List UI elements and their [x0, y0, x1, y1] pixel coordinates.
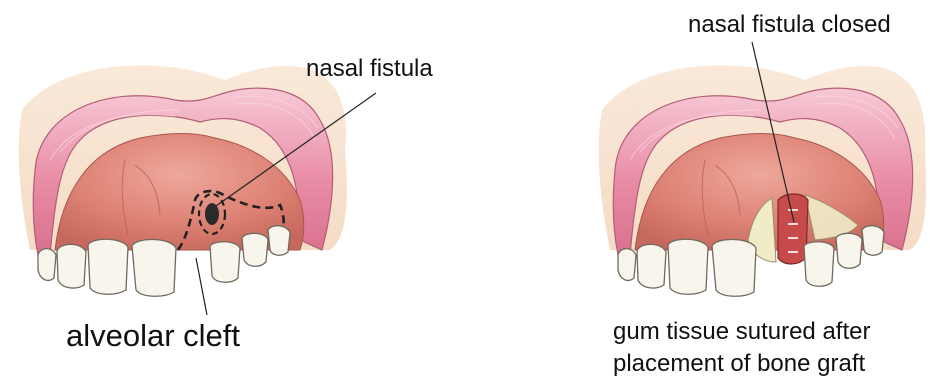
left-tooth	[132, 239, 176, 296]
right-tooth	[637, 244, 666, 288]
left-tooth	[242, 233, 268, 266]
label-alveolar-cleft: alveolar cleft	[66, 318, 240, 354]
left-fistula-hole	[205, 203, 219, 225]
right-illustration-repaired	[599, 42, 926, 296]
label-nasal-fistula-closed: nasal fistula closed	[688, 11, 891, 39]
label-gum-tissue-line1: gum tissue sutured after	[613, 318, 870, 346]
left-illustration-cleft	[19, 65, 376, 315]
right-tooth	[836, 233, 862, 268]
right-tooth	[618, 249, 636, 281]
right-tooth	[712, 239, 756, 296]
left-tooth	[88, 239, 128, 294]
pointer-alveolar-cleft	[196, 258, 207, 315]
label-nasal-fistula: nasal fistula	[306, 55, 433, 83]
left-tooth	[57, 244, 86, 288]
right-tooth	[862, 226, 884, 255]
right-tooth	[804, 242, 834, 287]
left-tooth	[210, 242, 240, 283]
left-tooth	[268, 226, 290, 255]
right-sutured-incision	[778, 194, 808, 264]
left-tooth	[38, 249, 56, 281]
right-tooth	[668, 239, 708, 294]
label-gum-tissue-line2: placement of bone graft	[613, 350, 865, 378]
